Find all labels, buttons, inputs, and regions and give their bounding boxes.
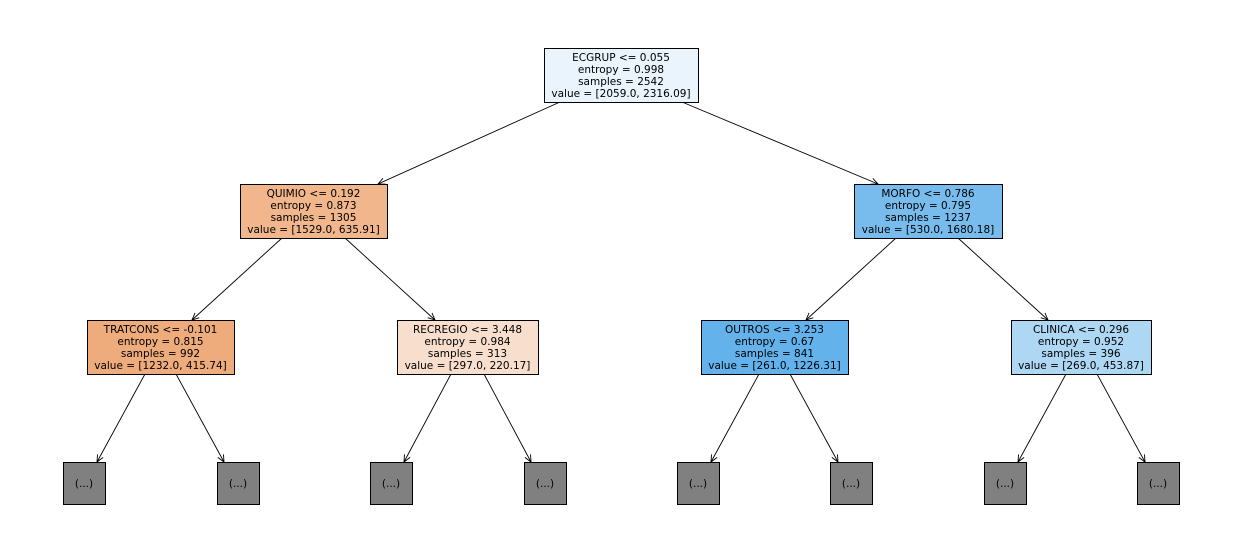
- truncated-label: (...): [382, 478, 400, 490]
- node-box: [544, 48, 699, 103]
- tree-edge-n4-t3: [404, 373, 452, 462]
- split-condition: QUIMIO <= 0.192: [267, 188, 361, 200]
- tree-edge-n6-t7: [1018, 373, 1067, 462]
- tree-edge-n3-t2: [175, 373, 224, 462]
- value-label: value = [297.0, 220.17]: [405, 360, 531, 372]
- tree-edge-root-n1: [378, 101, 561, 184]
- node-box: [63, 462, 106, 505]
- value-label: value = [1232.0, 415.74]: [94, 360, 227, 372]
- truncated-label: (...): [996, 478, 1014, 490]
- truncated-subtree-node: (...): [63, 462, 106, 505]
- tree-edge-n2-n6: [957, 237, 1048, 320]
- samples-label: samples = 1237: [885, 212, 971, 224]
- samples-label: samples = 1305: [271, 212, 357, 224]
- value-label: value = [2059.0, 2316.09]: [551, 88, 690, 100]
- tree-edge-n1-n3: [192, 237, 283, 320]
- truncated-label: (...): [1149, 478, 1167, 490]
- truncated-subtree-node: (...): [524, 462, 567, 505]
- samples-label: samples = 992: [121, 348, 200, 360]
- truncated-label: (...): [536, 478, 554, 490]
- node-box: [854, 184, 1003, 239]
- truncated-label: (...): [229, 478, 247, 490]
- node-box: [370, 462, 413, 505]
- node-box: [1137, 462, 1180, 505]
- truncated-subtree-node: (...): [1137, 462, 1180, 505]
- entropy-label: entropy = 0.67: [735, 336, 814, 348]
- value-label: value = [1529.0, 635.91]: [247, 224, 380, 236]
- entropy-label: entropy = 0.795: [885, 200, 971, 212]
- samples-label: samples = 313: [428, 348, 507, 360]
- tree-edge-n5-t5: [711, 373, 760, 462]
- tree-edge-n2-n5: [806, 237, 897, 320]
- tree-edge-root-n2: [681, 101, 878, 184]
- truncated-label: (...): [842, 478, 860, 490]
- split-condition: OUTROS <= 3.253: [725, 324, 824, 336]
- tree-edge-n3-t1: [97, 373, 146, 462]
- tree-edge-n6-t8: [1096, 373, 1145, 462]
- node-box: [87, 320, 235, 375]
- node-box: [397, 320, 539, 375]
- node-box: [830, 462, 873, 505]
- truncated-subtree-node: (...): [217, 462, 260, 505]
- node-box: [984, 462, 1027, 505]
- entropy-label: entropy = 0.952: [1038, 336, 1124, 348]
- split-condition: CLINICA <= 0.296: [1033, 324, 1129, 336]
- samples-label: samples = 841: [735, 348, 814, 360]
- tree-edge-n5-t6: [789, 373, 838, 462]
- entropy-label: entropy = 0.984: [424, 336, 510, 348]
- split-condition: MORFO <= 0.786: [881, 188, 975, 200]
- tree-edges: [97, 101, 1145, 462]
- value-label: value = [269.0, 453.87]: [1018, 360, 1144, 372]
- split-condition: ECGRUP <= 0.055: [572, 52, 670, 64]
- split-condition: TRATCONS <= -0.101: [103, 324, 218, 336]
- truncated-label: (...): [75, 478, 93, 490]
- truncated-subtree-node: (...): [370, 462, 413, 505]
- value-label: value = [261.0, 1226.31]: [708, 360, 841, 372]
- truncated-subtree-node: (...): [677, 462, 720, 505]
- tree-edge-n4-t4: [483, 373, 531, 462]
- node-box: [677, 462, 720, 505]
- truncated-subtree-node: (...): [984, 462, 1027, 505]
- node-box: [217, 462, 260, 505]
- truncated-label: (...): [689, 478, 707, 490]
- truncated-subtree-node: (...): [830, 462, 873, 505]
- value-label: value = [530.0, 1680.18]: [862, 224, 995, 236]
- entropy-label: entropy = 0.873: [270, 200, 356, 212]
- node-box: [524, 462, 567, 505]
- node-box: [1011, 320, 1152, 375]
- samples-label: samples = 2542: [578, 76, 664, 88]
- split-condition: RECREGIO <= 3.448: [413, 324, 522, 336]
- tree-edge-n1-n4: [344, 237, 435, 320]
- samples-label: samples = 396: [1041, 348, 1120, 360]
- node-box: [701, 320, 849, 375]
- entropy-label: entropy = 0.815: [117, 336, 203, 348]
- node-box: [240, 184, 388, 239]
- entropy-label: entropy = 0.998: [578, 64, 664, 76]
